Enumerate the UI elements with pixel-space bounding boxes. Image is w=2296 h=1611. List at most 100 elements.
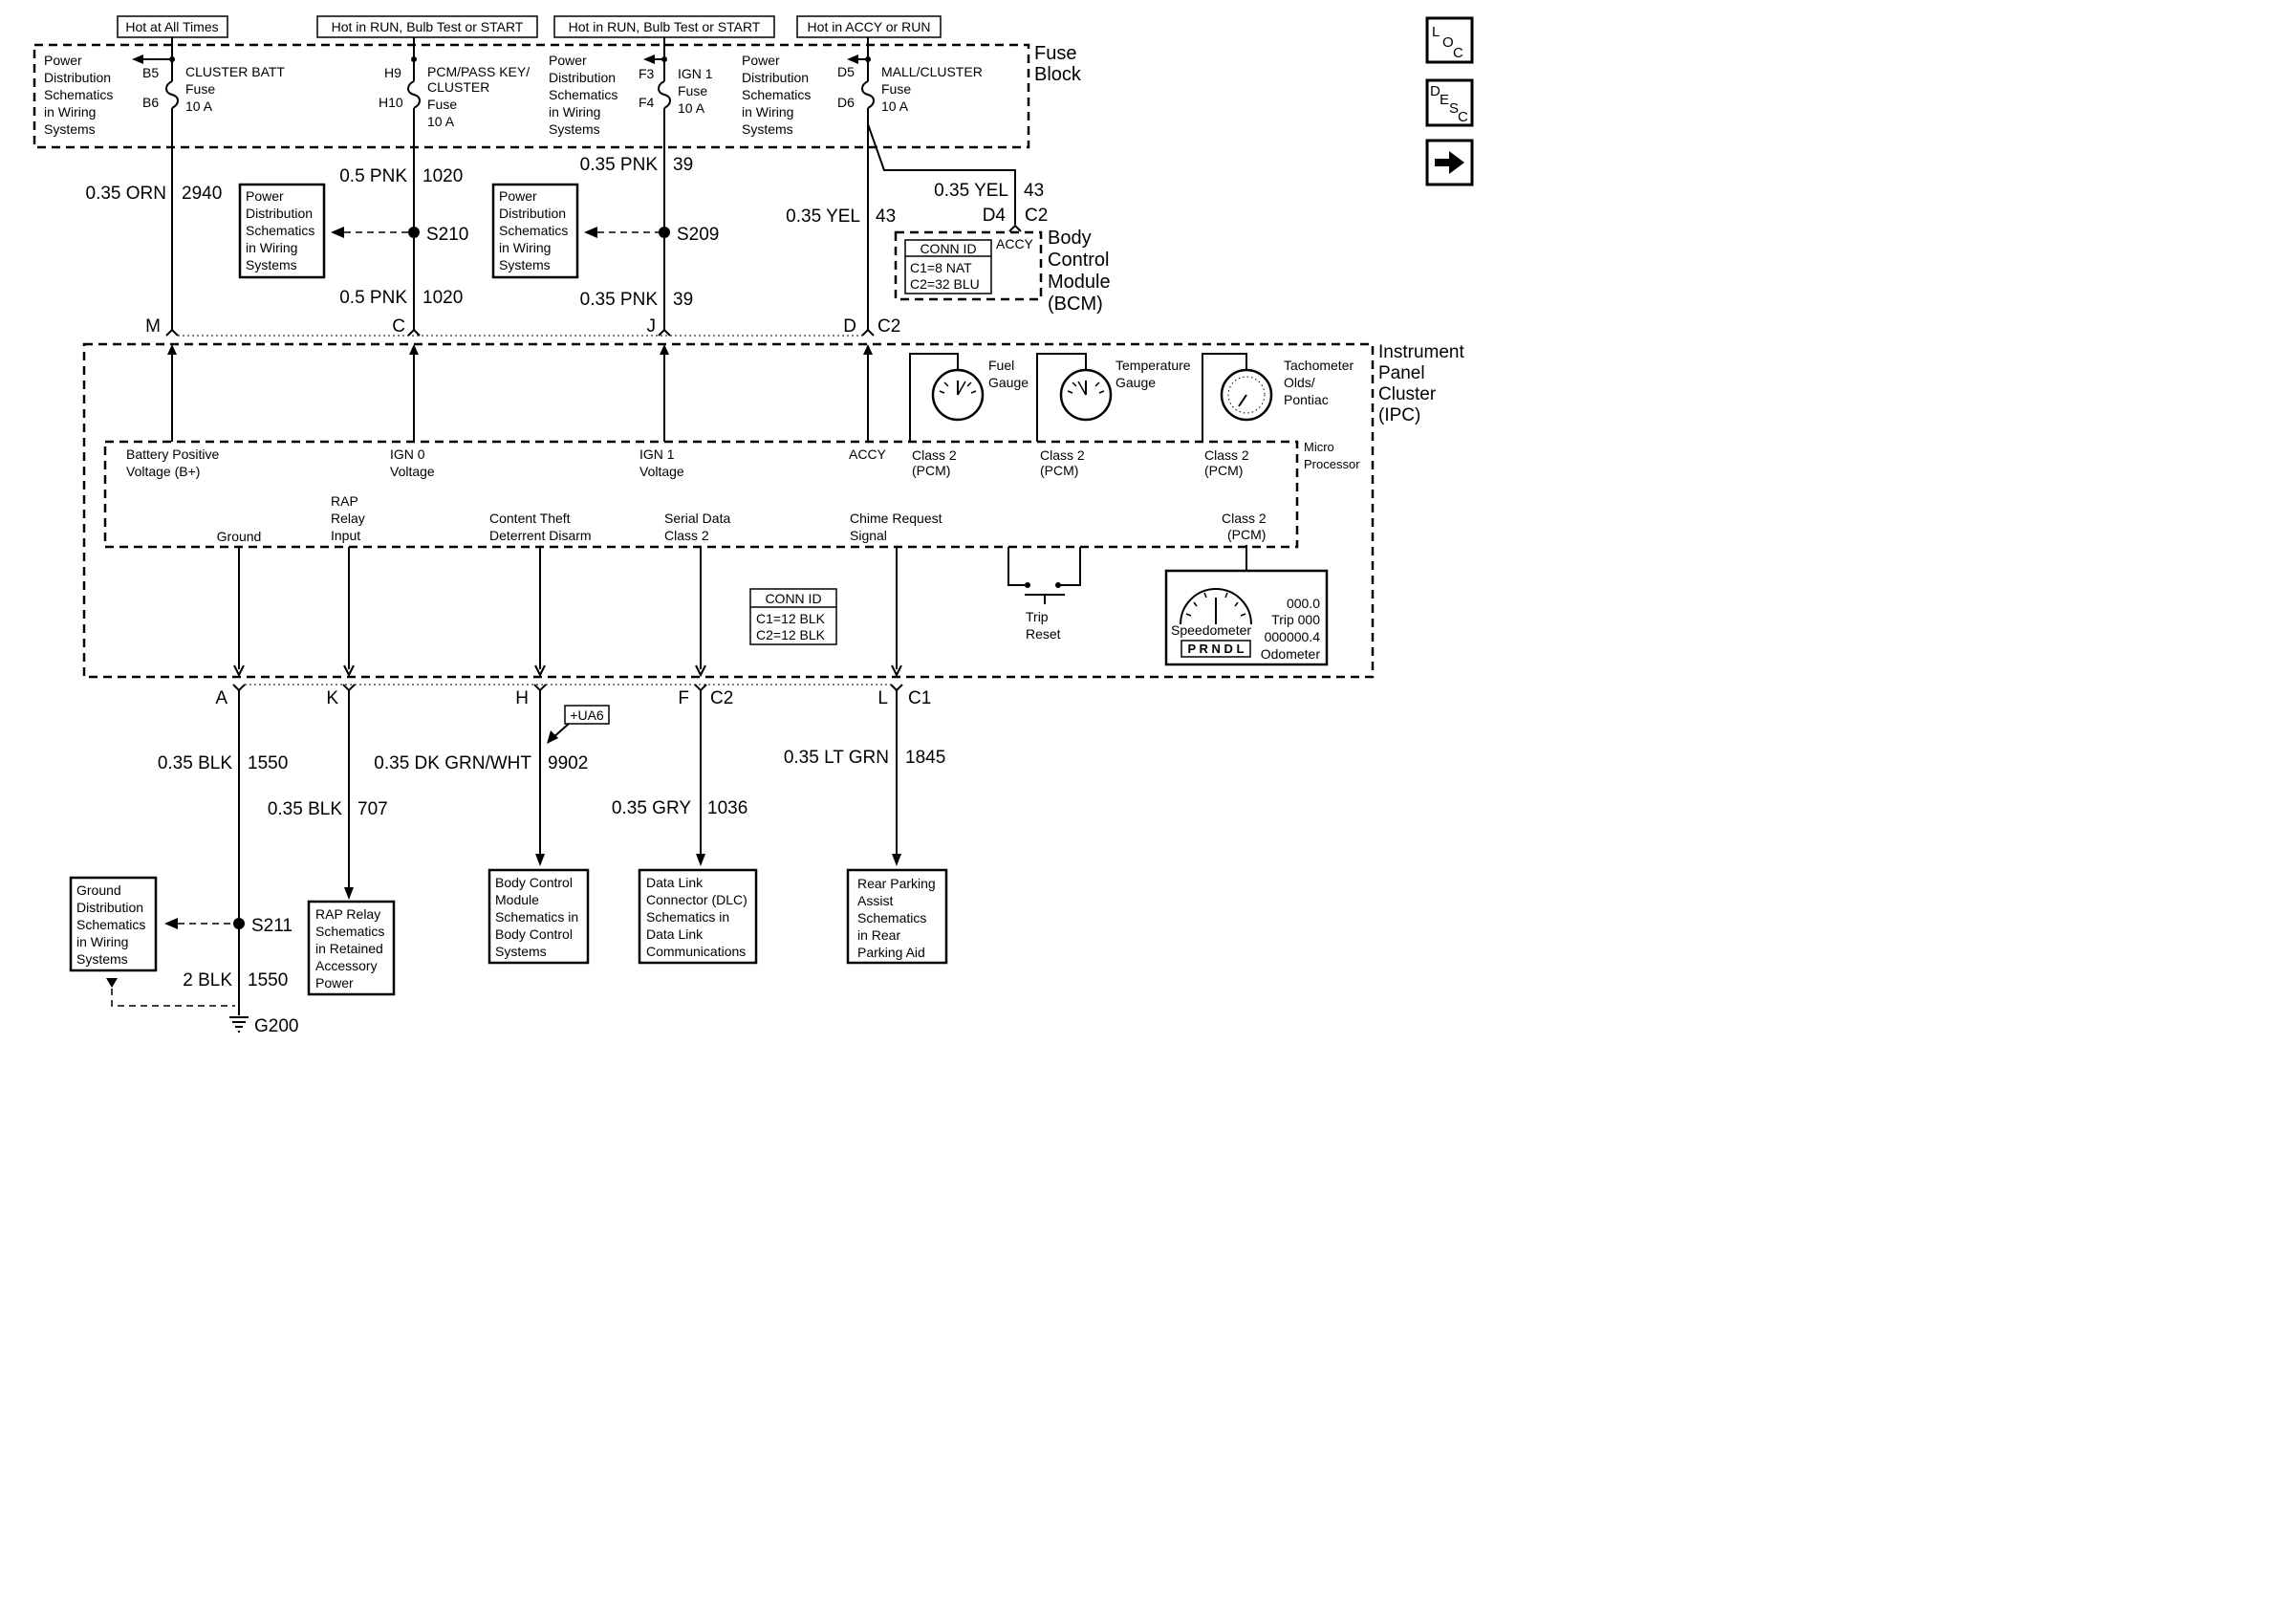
arrow-down-icon — [534, 664, 546, 678]
ipc-title: Panel — [1378, 363, 1425, 383]
pin-j: J — [647, 316, 657, 337]
splice-s209: S209 — [677, 225, 719, 245]
dlc-ref: Data Link Connector (DLC) Schematics in … — [638, 868, 758, 965]
fuse-name: Fuse — [678, 83, 707, 98]
conn-id-title: CONN ID — [920, 241, 976, 256]
arrow-down-icon — [695, 664, 706, 678]
splice-dot — [233, 918, 245, 929]
fuse-pin: B5 — [142, 65, 159, 80]
pd-schematics-box-2 — [491, 183, 579, 279]
pin-l: L — [877, 688, 888, 708]
ipc-conn-id-box — [749, 588, 837, 645]
fuse-pin: F3 — [639, 66, 655, 81]
wire-circuit: 1020 — [422, 288, 463, 308]
ref-line: Connector (DLC) — [646, 892, 747, 907]
arrow-down-icon — [344, 887, 354, 900]
pd-ref-line: Schematics — [742, 87, 811, 102]
fuse-block-title-1: Fuse — [1034, 43, 1076, 64]
bcm-title: (BCM) — [1048, 294, 1103, 315]
ground-icon — [229, 1016, 249, 1033]
fuse-rating: 10 A — [678, 100, 705, 116]
ground-g200: G200 — [254, 1016, 298, 1036]
pd-box-line: Schematics — [499, 223, 568, 238]
pd-box-line: Power — [499, 188, 537, 204]
output-chime-label: Chime Request — [850, 511, 942, 526]
prndl-label: P R N D L — [1188, 642, 1245, 656]
class2-label: (PCM) — [1040, 463, 1078, 478]
wire-gauge: 0.35 YEL — [934, 181, 1008, 201]
pin-f: F — [678, 688, 689, 708]
output-rap-label: Relay — [331, 511, 365, 526]
input-bplus-label: Battery Positive — [126, 446, 219, 462]
arrow-right-icon — [1435, 151, 1464, 174]
arrow-down-icon — [892, 854, 901, 866]
ref-line: in Rear — [857, 927, 900, 943]
pd-ref-line: Systems — [742, 121, 793, 137]
wire-circuit: 1550 — [248, 753, 288, 773]
fuse-rating: 10 A — [427, 114, 455, 129]
fuse-name: MALL/CLUSTER — [881, 64, 983, 79]
pd-ref-line: in Wiring — [44, 104, 96, 120]
fuse-rating: 10 A — [185, 98, 213, 114]
ref-line: Schematics — [76, 917, 145, 932]
trip-reset-switch: Trip Reset — [1007, 547, 1081, 642]
fuse-pin: F4 — [639, 95, 655, 110]
fuse-name: PCM/PASS KEY/ — [427, 64, 530, 79]
output-theft-label: Deterrent Disarm — [489, 528, 592, 543]
fuse-name: IGN 1 — [678, 66, 713, 81]
fuse-cluster-batt: Power Distribution Schematics in Wiring … — [44, 53, 285, 147]
class2-label: (PCM) — [1227, 527, 1266, 542]
pin-c: C — [392, 316, 405, 337]
instrument-panel-cluster: Instrument Panel Cluster (IPC) Micro Pro… — [82, 342, 1464, 679]
arrow-up-icon — [660, 344, 669, 355]
ref-line: Accessory — [315, 958, 378, 973]
micro-label: Processor — [1304, 457, 1360, 471]
wire-circuit: 2940 — [182, 184, 222, 204]
output-serial-label: Class 2 — [664, 528, 709, 543]
output-rap-label: RAP — [331, 493, 358, 509]
arrow-left-icon — [584, 227, 597, 238]
pd-ref-line: Power — [44, 53, 82, 68]
arrow-left-icon — [847, 54, 858, 64]
pin-connector-c2: C2 — [710, 688, 733, 708]
header-hot-in-run-2: Hot in RUN, Bulb Test or START — [569, 19, 761, 34]
arrow-down-icon — [233, 664, 245, 678]
fuse-pcm-pass-key-cluster: H9 H10 PCM/PASS KEY/ CLUSTER Fuse 10 A — [379, 56, 530, 147]
fuse-name: Fuse — [427, 97, 457, 112]
ref-line: Assist — [857, 893, 893, 908]
fuse-rating: 10 A — [881, 98, 909, 114]
class2-label: (PCM) — [1204, 463, 1243, 478]
pd-ref-line: Distribution — [742, 70, 809, 85]
desc-button[interactable]: D E S C — [1425, 78, 1474, 127]
conn-id-title: CONN ID — [765, 591, 821, 606]
wire-circuit: 707 — [357, 799, 388, 819]
next-button[interactable] — [1425, 139, 1474, 186]
fuse-pin: D5 — [837, 64, 855, 79]
wire-circuit: 43 — [876, 207, 896, 227]
input-ign0-label: IGN 0 — [390, 446, 425, 462]
arrow-up-icon — [167, 344, 177, 355]
ref-line: Schematics in — [495, 909, 578, 925]
arrow-down-icon — [343, 664, 355, 678]
conn-id-line: C1=12 BLK — [756, 611, 826, 626]
splice-dot — [408, 227, 420, 238]
ref-line: Power — [315, 975, 354, 991]
pin-a: A — [215, 688, 227, 708]
wire-gauge: 0.35 ORN — [86, 184, 166, 204]
fuse-name: CLUSTER — [427, 79, 489, 95]
ref-line: in Wiring — [76, 934, 128, 949]
arrow-up-icon — [409, 344, 419, 355]
lower-wiring: 0.35 BLK 1550 S211 2 BLK 1550 G200 0.35 … — [106, 690, 945, 1036]
pin-d: D — [843, 316, 856, 337]
pd-ref-line: Schematics — [44, 87, 113, 102]
pd-ref-line: Systems — [44, 121, 96, 137]
fuel-gauge: Fuel Gauge Class 2 (PCM) — [909, 353, 1029, 478]
header-hot-in-run-1: Hot in RUN, Bulb Test or START — [332, 19, 524, 34]
ref-line: Data Link — [646, 875, 704, 890]
power-source-headers: Hot at All Times Hot in RUN, Bulb Test o… — [117, 15, 942, 57]
wire-circuit: 1550 — [248, 970, 288, 991]
pd-ref-line: in Wiring — [549, 104, 600, 120]
splice-dot — [659, 227, 670, 238]
speedo-readout: 000000.4 — [1265, 629, 1321, 644]
loc-button[interactable]: L O C — [1425, 16, 1474, 64]
